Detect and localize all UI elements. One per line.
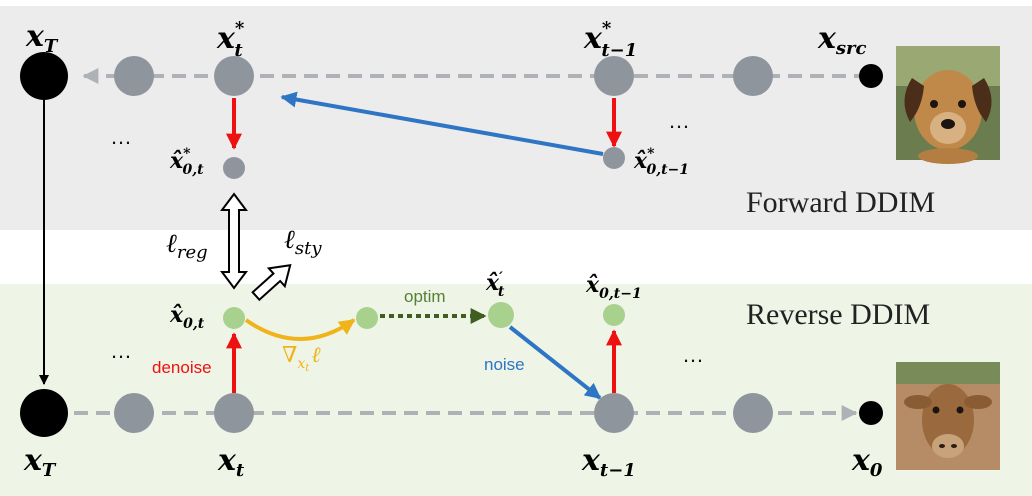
ellipsis-reverse-right: … (682, 342, 704, 367)
x0t1-star-label: x̂*0,t−1 (633, 146, 689, 178)
xt-node (214, 393, 254, 433)
lsty-label: ℓsty (284, 225, 322, 259)
xt-star-label: x*t (216, 18, 245, 61)
xt1-star-node (594, 56, 634, 96)
forward-ddim-label: Forward DDIM (746, 186, 935, 219)
xt1-label: xt−1 (581, 443, 636, 481)
forward-band (0, 6, 1032, 230)
xt1-node (594, 393, 634, 433)
reverse-ddim-label: Reverse DDIM (746, 298, 930, 331)
forward-gray-node-1 (114, 56, 154, 96)
noise-arrow (508, 325, 602, 400)
x0-node (859, 401, 883, 425)
xsrc-node (859, 64, 883, 88)
x0t-star-node (223, 157, 245, 179)
output-image-calf (896, 362, 1000, 470)
x0t-node (223, 307, 245, 329)
xsrc-label: xsrc (817, 21, 867, 59)
forward-blue-arrow (280, 91, 604, 156)
xT-top-label: xT (25, 19, 59, 57)
xT-top-node (20, 52, 68, 100)
ellipsis-forward-left: … (110, 124, 132, 149)
ellipsis-reverse-left: … (110, 338, 132, 363)
lreg-label: ℓreg (166, 229, 208, 263)
x0t1-star-node (603, 147, 625, 169)
xt-star-node (214, 56, 254, 96)
forward-gray-node-4 (733, 56, 773, 96)
xt1-star-label: x*t−1 (583, 18, 637, 61)
x0t1-node (603, 304, 625, 326)
denoise-note: denoise (152, 358, 212, 377)
reverse-gray-node-1 (114, 393, 154, 433)
xtprime-label: x̂′t (485, 270, 505, 300)
reverse-gray-node-4 (733, 393, 773, 433)
x0t-label: x̂0,t (169, 302, 205, 332)
noise-note: noise (484, 355, 525, 374)
ellipsis-forward-right: … (668, 108, 690, 133)
xtprime-node (488, 302, 514, 328)
xT-bottom-label: xT (23, 443, 57, 481)
optim-note: optim (404, 287, 446, 306)
x0t1-label: x̂0,t−1 (585, 272, 642, 302)
xt-label: xt (217, 443, 245, 481)
grad-green-node (356, 307, 378, 329)
xT-bottom-node (20, 389, 68, 437)
sty-block-arrow (251, 264, 292, 302)
x0t-star-label: x̂*0,t (169, 146, 204, 178)
x0-label: x0 (851, 443, 883, 481)
reverse-band (0, 284, 1032, 496)
gradient-arrow (244, 318, 356, 341)
gradient-label: ∇xtℓ (282, 343, 321, 374)
source-image-puppy (896, 46, 1000, 164)
reg-double-arrow (220, 192, 248, 290)
